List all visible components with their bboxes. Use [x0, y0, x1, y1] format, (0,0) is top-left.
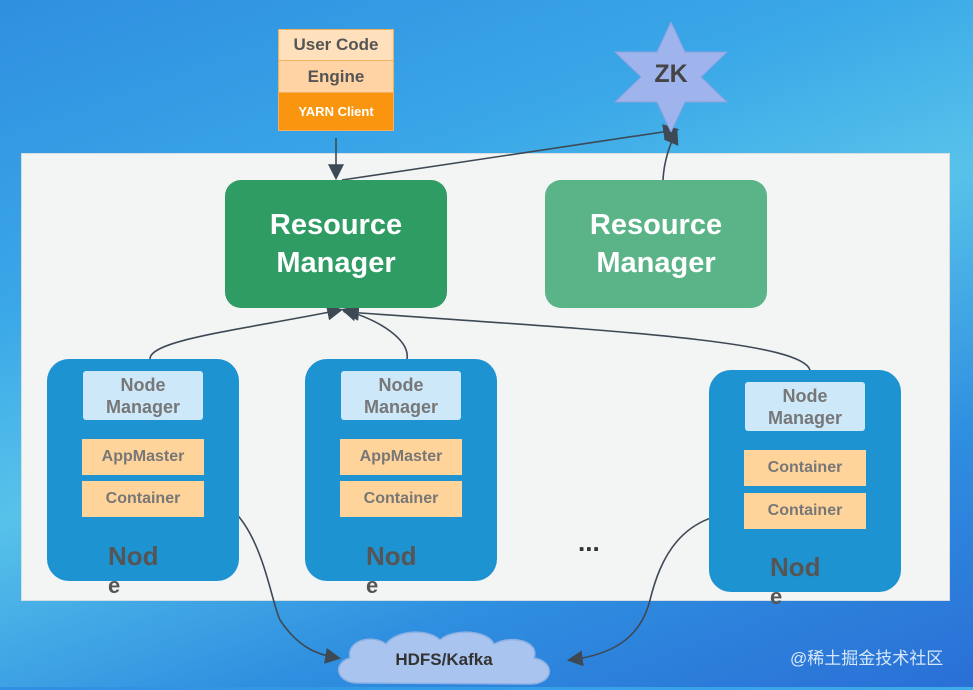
node-label-a: Nod [366, 541, 417, 571]
nm-line1: Node [378, 374, 424, 395]
watermark-text: @稀土掘金技术社区 [790, 649, 944, 668]
node-manager-box: Node Manager [745, 382, 865, 431]
container3-to-storage-arrow [566, 511, 749, 667]
node-label: Nod e [108, 541, 159, 601]
node-1: Node Manager AppMaster Container Nod e [47, 359, 239, 598]
client-stack: User Code Engine YARN Client [278, 29, 394, 131]
nm-line2: Manager [767, 407, 843, 428]
container-box: Container [340, 481, 462, 517]
rm-to-zk-arrow [341, 123, 680, 181]
user-code-box: User Code [278, 29, 394, 61]
ellipsis: ... [578, 527, 600, 557]
appmaster-box: AppMaster [340, 439, 462, 475]
node2-to-rm-arrow [340, 305, 408, 360]
cloud-icon [338, 631, 551, 685]
nm-line1: Node [782, 385, 828, 406]
node-2: Node Manager AppMaster Container Nod e [305, 359, 497, 598]
node3-to-rm-arrow [342, 304, 811, 371]
node-label-b: e [108, 573, 121, 598]
rm2-to-zk-arrow [662, 128, 679, 181]
node1-to-rm-arrow [149, 304, 344, 360]
zk-star-icon [613, 22, 729, 132]
node-label: Nod e [366, 541, 417, 601]
zk-label: ZK [654, 60, 688, 88]
rm-label-line2: Manager [276, 247, 396, 279]
container-box: Container [744, 493, 866, 529]
rm-label-line1: Resource [589, 209, 723, 241]
node-label-b: e [366, 573, 379, 598]
container-to-storage-arrow [209, 496, 342, 664]
rm-label-line2: Manager [596, 247, 716, 279]
nm-line2: Manager [363, 396, 439, 417]
yarn-client-box: YARN Client [278, 93, 394, 131]
container-box: Container [82, 481, 204, 517]
node-label-a: Nod [108, 541, 159, 571]
node-label-a: Nod [770, 552, 821, 582]
resource-manager-active: Resource Manager [225, 180, 447, 308]
storage-label: HDFS/Kafka [395, 650, 493, 669]
resource-manager-standby: Resource Manager [545, 180, 767, 308]
nm-line2: Manager [105, 396, 181, 417]
node-3: Node Manager Container Container Nod e [709, 370, 901, 609]
engine-box: Engine [278, 61, 394, 93]
node-label: Nod e [770, 552, 821, 612]
node-manager-box: Node Manager [341, 371, 461, 420]
nm-line1: Node [120, 374, 166, 395]
container-box: Container [744, 450, 866, 486]
rm-label-line1: Resource [269, 209, 403, 241]
node-manager-box: Node Manager [83, 371, 203, 420]
appmaster-box: AppMaster [82, 439, 204, 475]
node-label-b: e [770, 584, 783, 609]
